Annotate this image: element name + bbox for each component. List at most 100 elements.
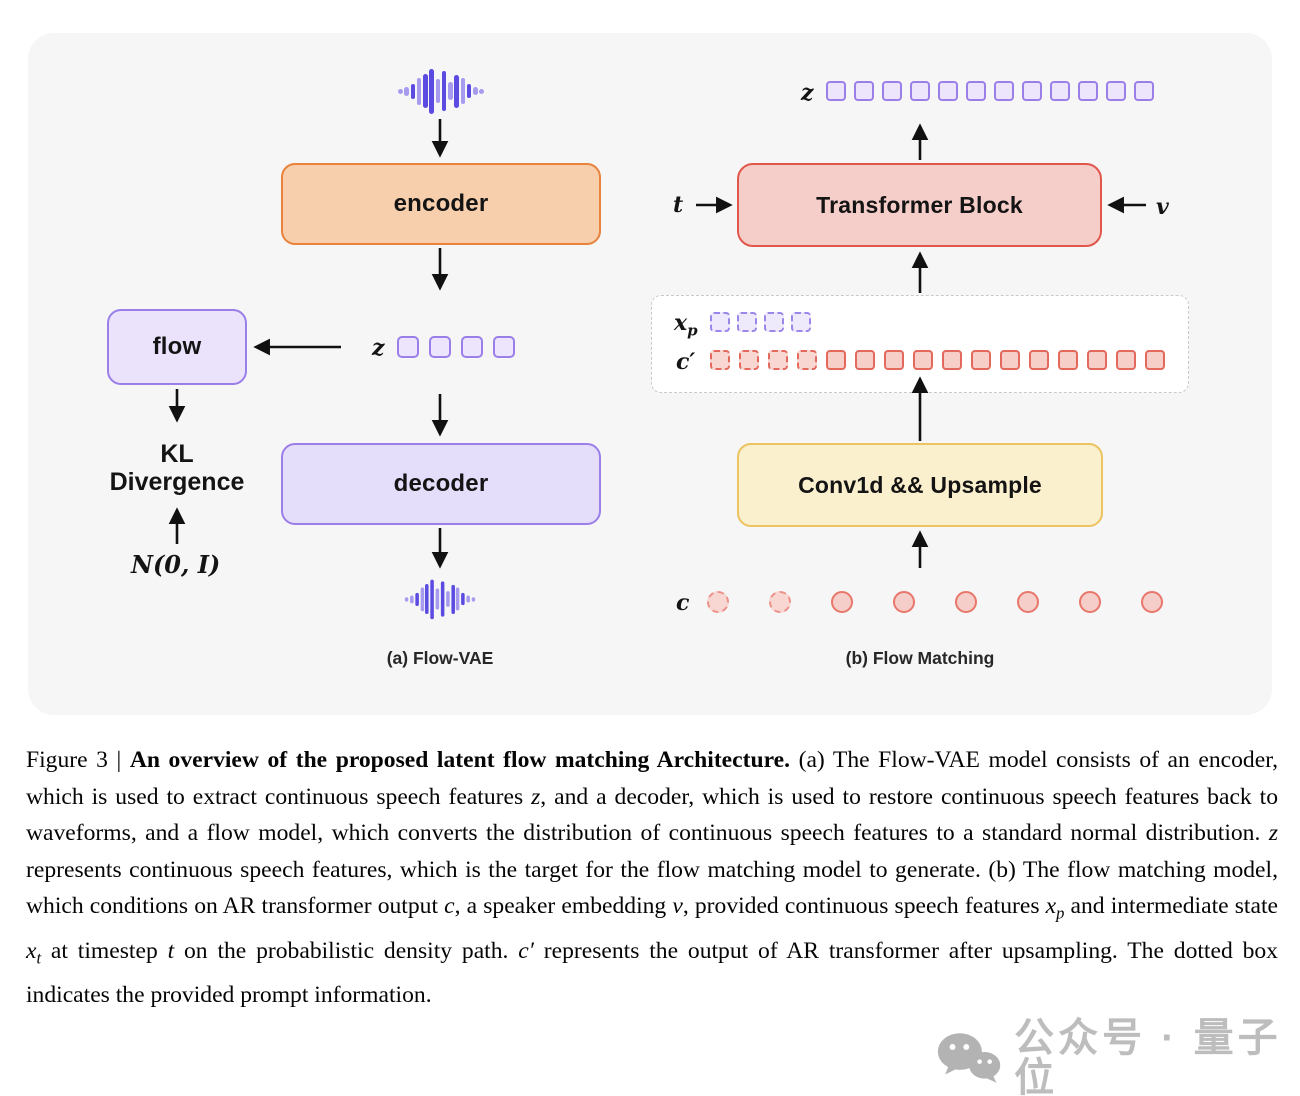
waveform-bar (430, 579, 435, 619)
xp-token-row (710, 312, 811, 332)
waveform-bar (416, 77, 422, 105)
waveform-bar (425, 584, 429, 614)
waveform-bar (471, 596, 476, 602)
xp-token (791, 312, 811, 332)
xp-label: xp (674, 310, 698, 340)
waveform-bar (451, 584, 455, 614)
cprime-token-row (710, 350, 1165, 370)
z-token (1050, 81, 1070, 101)
v-label: v (1156, 194, 1169, 220)
xp-token (764, 312, 784, 332)
cprime-token (884, 350, 904, 370)
caption-segment: and intermediate state (1064, 893, 1278, 920)
decoder-box: decoder (281, 443, 601, 525)
cprime-token (1029, 350, 1049, 370)
conv-upsample-box: Conv1d && Upsample (737, 443, 1103, 527)
c-token (1141, 591, 1163, 613)
c-token (831, 591, 853, 613)
z-token (397, 336, 419, 358)
flow-box: flow (107, 309, 247, 385)
c-token (893, 591, 915, 613)
waveform-bar (435, 588, 440, 610)
caption-segment: at timestep (41, 937, 168, 964)
z-token-row-a (397, 336, 515, 358)
z-token (1106, 81, 1126, 101)
conv-label: Conv1d && Upsample (798, 471, 1042, 498)
transformer-block-box: Transformer Block (737, 163, 1102, 247)
z-token (966, 81, 986, 101)
caption-segment: (a) The Flow-VAE model consists of an en… (26, 747, 1278, 810)
waveform-bar (445, 591, 450, 607)
xp-token (710, 312, 730, 332)
waveform-bar (440, 581, 445, 617)
waveform-bar (448, 82, 453, 100)
xp-token (737, 312, 757, 332)
prompt-dashed-box (651, 295, 1189, 393)
cprime-label: c′ (676, 349, 696, 375)
caption-segment: z (1268, 820, 1278, 847)
waveform-icon (404, 579, 476, 619)
c-token (707, 591, 729, 613)
waveform-bar (420, 587, 424, 611)
cprime-token (710, 350, 730, 370)
waveform-bar (460, 78, 466, 104)
caption-segment: , and a decoder, which is used to restor… (26, 783, 1279, 847)
cprime-token (1087, 350, 1107, 370)
waveform-bar (398, 88, 403, 94)
z-token (994, 81, 1014, 101)
watermark: 公众号 · 量子位 (936, 1018, 1300, 1096)
caption-segment: c (444, 893, 455, 920)
waveform-bar (423, 74, 428, 108)
panel-b-caption: (b) Flow Matching (845, 648, 995, 668)
caption-segment: xp (1045, 893, 1065, 924)
z-label-a: z (372, 335, 385, 361)
cprime-token (855, 350, 875, 370)
caption-segment: z (531, 783, 541, 810)
waveform-bar (404, 86, 409, 96)
waveform-bar (435, 79, 441, 103)
cprime-token (797, 350, 817, 370)
caption-segment: Figure 3 | (26, 747, 130, 773)
caption-segment: represents the output of AR transformer … (26, 937, 1278, 1008)
z-token (1078, 81, 1098, 101)
watermark-text: 公众号 · 量子位 (1014, 1016, 1282, 1096)
c-token (955, 591, 977, 613)
cprime-token (1145, 350, 1165, 370)
z-token (826, 81, 846, 101)
z-token (910, 81, 930, 101)
z-token (1134, 81, 1154, 101)
c-label: c (676, 590, 690, 616)
t-label: t (673, 192, 684, 218)
waveform-bar (429, 68, 434, 114)
caption-segment: on the probabilistic density path. (174, 937, 519, 964)
cprime-token (768, 350, 788, 370)
caption-segment: An overview of the proposed latent flow … (129, 747, 791, 773)
encoder-label: encoder (393, 190, 489, 217)
transformer-label: Transformer Block (816, 191, 1023, 218)
z-token-row-b (826, 81, 1154, 101)
c-token (1079, 591, 1101, 613)
caption-segment: v (672, 893, 683, 920)
z-label-b: z (801, 80, 814, 106)
z-token (429, 336, 451, 358)
panel-a-caption: (a) Flow-VAE (386, 648, 494, 668)
encoder-box: encoder (281, 163, 601, 245)
waveform-bar (466, 84, 472, 98)
c-token-row (707, 591, 1163, 613)
caption-segment: xt (26, 937, 42, 968)
decoder-label: decoder (393, 470, 489, 497)
cprime-token (826, 350, 846, 370)
waveform-bar (409, 595, 414, 603)
z-token (938, 81, 958, 101)
waveform-bar (473, 87, 478, 95)
waveform-bar (466, 595, 471, 603)
caption-segment: , a speaker embedding (454, 893, 673, 920)
waveform-bar (479, 88, 484, 94)
caption-segment: , provided continuous speech features (682, 893, 1046, 920)
cprime-token (913, 350, 933, 370)
waveform-bar (441, 71, 447, 111)
wechat-icon (937, 1033, 1001, 1083)
caption-segment: t (167, 937, 175, 964)
cprime-token (971, 350, 991, 370)
